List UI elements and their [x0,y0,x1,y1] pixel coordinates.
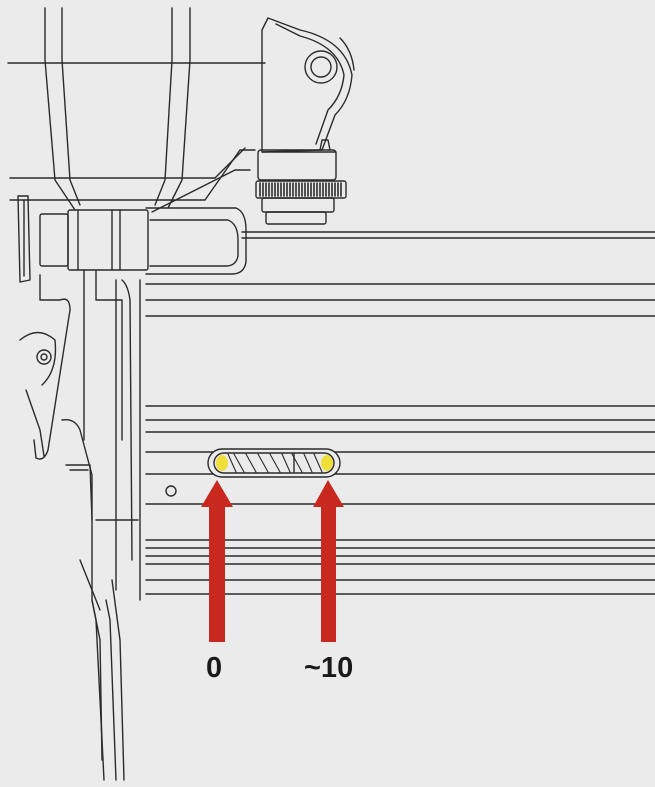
depth-label-ten: ~10 [304,652,354,684]
nose-assembly [17,195,247,781]
depth-label-zero: 0 [206,652,223,684]
arrow-ten [313,480,344,642]
indicator-mark-zero [216,455,228,471]
tool-housing [7,7,266,213]
depth-indicator-window [207,448,341,478]
indicator-mark-ten [321,455,333,471]
arrows [201,480,344,642]
knurled-wheel [255,139,347,225]
arrow-zero [201,480,233,642]
rear-lever [261,17,355,153]
magazine-rails [145,231,655,595]
